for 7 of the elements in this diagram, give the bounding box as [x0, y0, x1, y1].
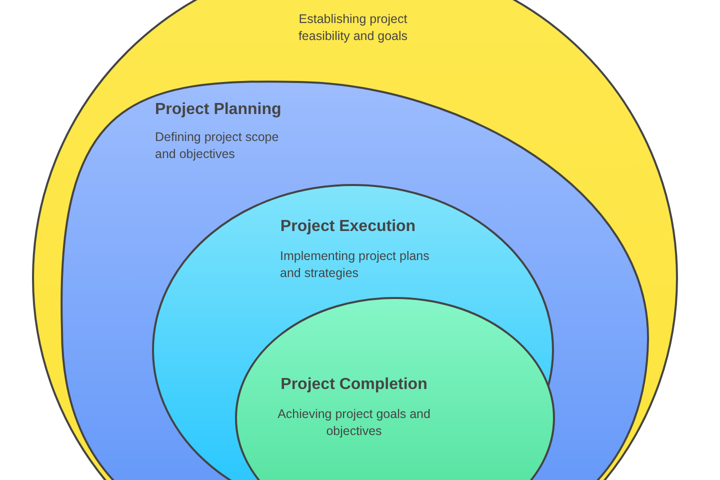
stage-title: Project Completion	[280, 376, 428, 394]
stage-title: Project Execution	[279, 218, 417, 236]
stage-description: Defining project scope and objectives	[155, 129, 280, 163]
stage-description: Achieving project goals and objectives	[276, 406, 432, 440]
stage-description: Implementing project plans and strategies	[280, 248, 430, 282]
stage-title: Project Planning	[155, 101, 282, 119]
stage-description: Establishing project feasibility and goals	[297, 11, 409, 45]
